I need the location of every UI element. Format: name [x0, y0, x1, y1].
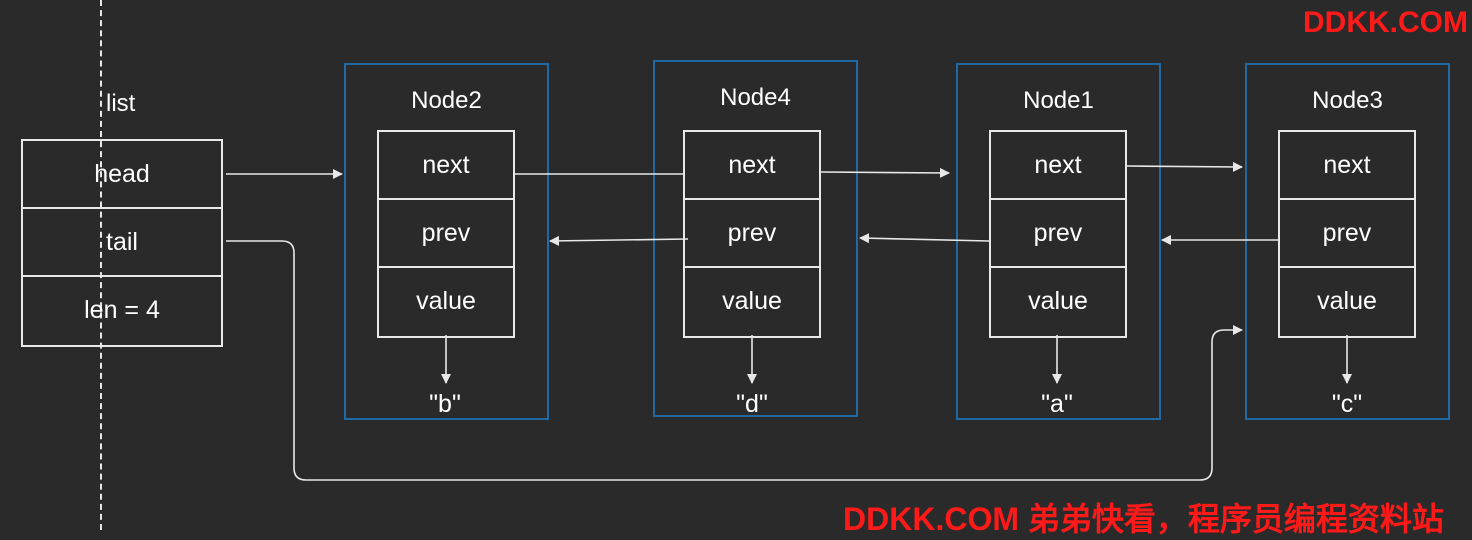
node3-value: "c": [1331, 390, 1363, 418]
node-box-node1: Node1: [956, 63, 1161, 420]
node2-next-field: next: [379, 132, 513, 200]
node4-next-arrow: [820, 167, 950, 178]
node2-prev-field: prev: [379, 200, 513, 268]
node3-value-field: value: [1317, 287, 1377, 315]
node2-fields: next prev value: [377, 130, 515, 338]
watermark-top: DDKK.COM: [1303, 6, 1468, 39]
node-title: Node3: [1312, 87, 1383, 114]
node-title: Node2: [411, 87, 482, 114]
list-len-field: len = 4: [84, 296, 160, 324]
node3-next-field: next: [1280, 132, 1414, 200]
node1-prev-field: prev: [991, 200, 1125, 268]
node4-prev-field: prev: [685, 200, 819, 268]
node1-value: "a": [1041, 390, 1073, 418]
node1-value-field: value: [1028, 287, 1088, 315]
node4-value: "d": [736, 390, 768, 418]
list-head-field: head: [23, 141, 221, 209]
node2-value: "b": [429, 390, 461, 418]
node1-next-arrow: [1126, 161, 1243, 172]
node-title: Node1: [1023, 87, 1094, 114]
node-box-node2: Node2: [344, 63, 549, 420]
node1-fields: next prev value: [989, 130, 1127, 338]
node1-next-field: next: [991, 132, 1125, 200]
node3-prev-field: prev: [1280, 200, 1414, 268]
list-struct: head tail len = 4: [21, 139, 223, 347]
list-tail-field: tail: [23, 209, 221, 277]
node4-next-field: next: [685, 132, 819, 200]
watermark-bottom: DDKK.COM 弟弟快看，程序员编程资料站: [843, 501, 1444, 537]
divider-dashed-line: [100, 0, 102, 530]
tail-arrow: [226, 240, 1243, 481]
node-title: Node4: [720, 84, 791, 111]
list-label: list: [106, 90, 136, 117]
node-box-node3: Node3: [1245, 63, 1450, 420]
node4-value-field: value: [722, 287, 782, 315]
node1-prev-arrow: [859, 233, 990, 244]
node-box-node4: Node4: [653, 60, 858, 417]
node4-prev-arrow: [549, 235, 689, 246]
node2-value-field: value: [416, 287, 476, 315]
